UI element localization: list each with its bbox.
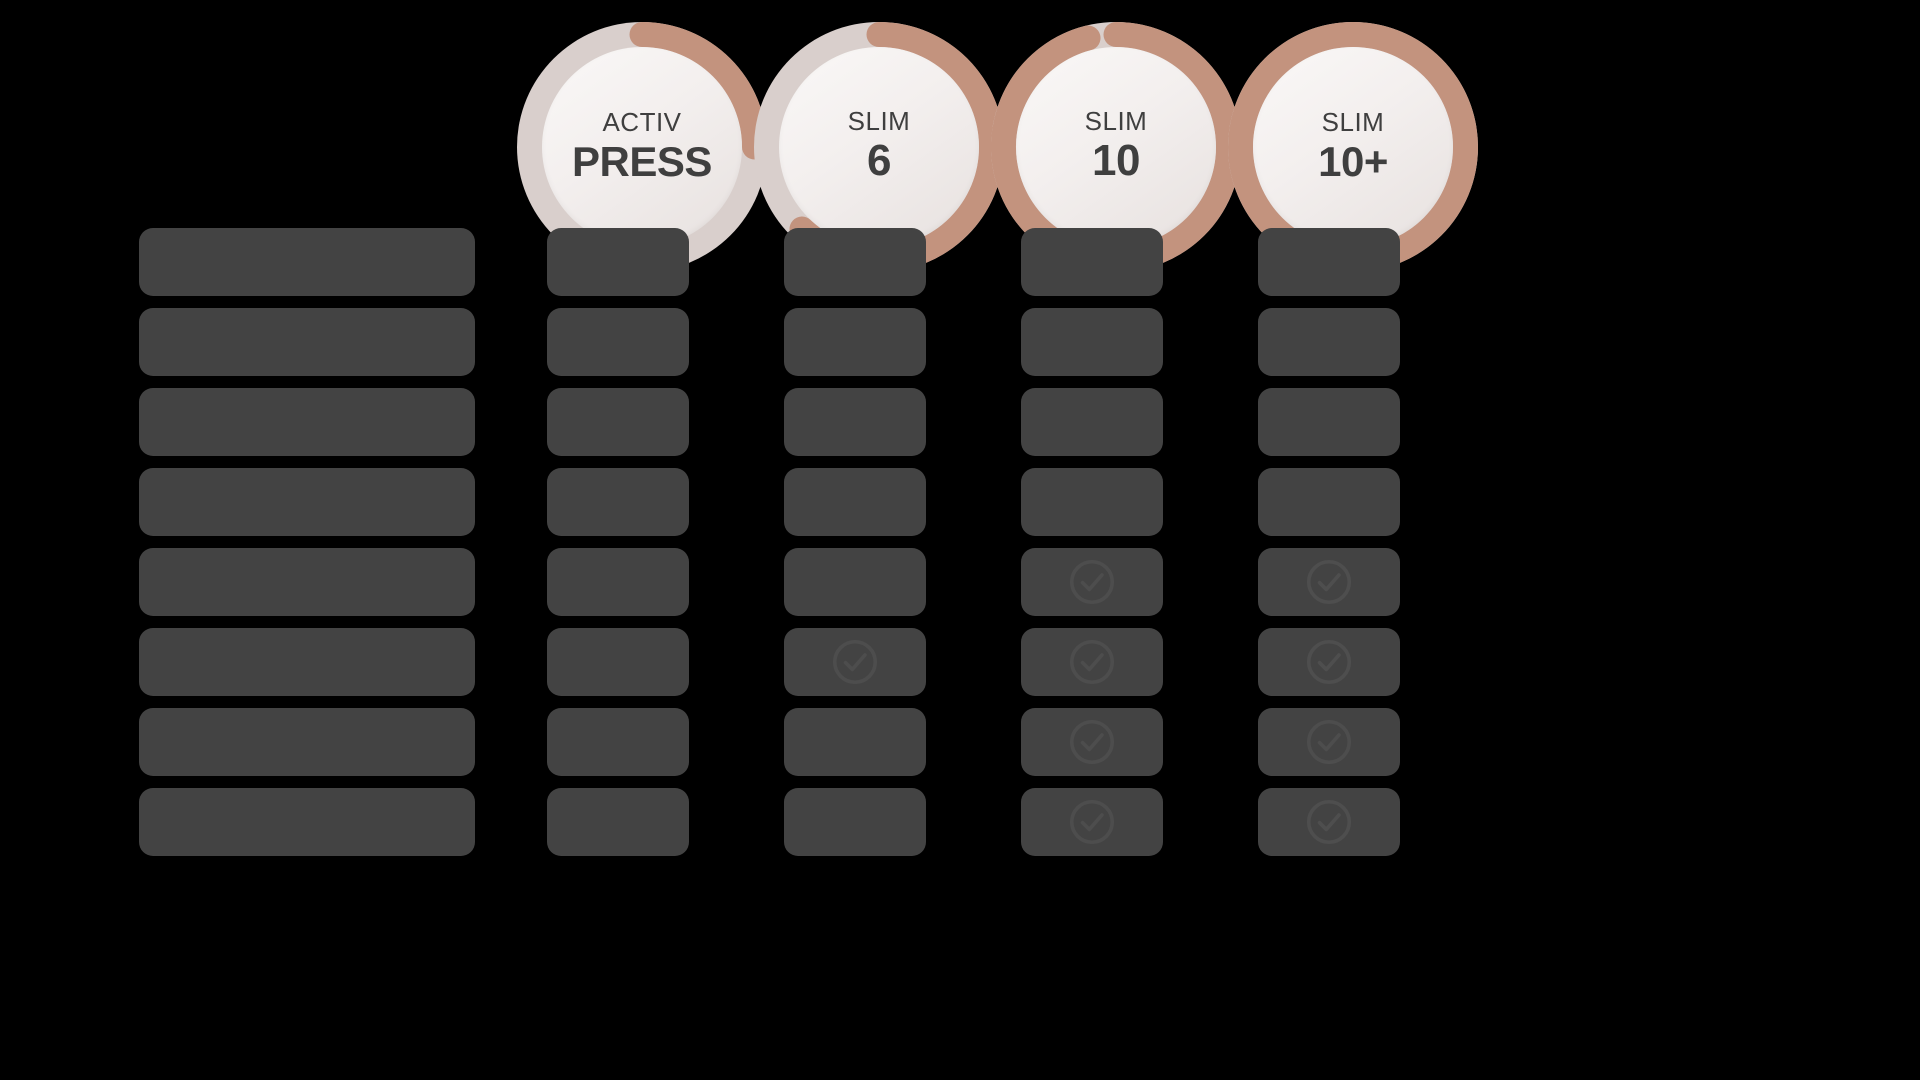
feature-label-cell [139,308,475,376]
feature-label-column [139,228,475,856]
value-cell[interactable] [784,628,926,696]
check-circle-icon [1065,635,1119,689]
value-column-column-slim-10-plus [1258,228,1400,856]
check-circle-icon [1065,715,1119,769]
value-cell[interactable] [1258,388,1400,456]
value-cell[interactable] [547,308,689,376]
value-cell[interactable] [1258,468,1400,536]
value-cell[interactable] [784,468,926,536]
check-circle-icon [828,635,882,689]
value-cell[interactable] [784,308,926,376]
value-cell[interactable] [784,228,926,296]
value-cell[interactable] [547,468,689,536]
value-cell[interactable] [1021,228,1163,296]
feature-label-cell [139,628,475,696]
feature-label-cell [139,548,475,616]
feature-label-cell [139,228,475,296]
value-cell[interactable] [1258,708,1400,776]
check-circle-icon [1065,555,1119,609]
badge-value-label: 10 [1092,136,1140,186]
badge-kicker-label: SLIM [1084,106,1148,137]
feature-label-cell [139,708,475,776]
value-cell[interactable] [1021,308,1163,376]
value-cell[interactable] [1021,788,1163,856]
value-cell[interactable] [1258,628,1400,696]
feature-label-cell [139,788,475,856]
value-column-column-slim-10 [1021,228,1163,856]
value-cell[interactable] [784,788,926,856]
feature-label-cell [139,468,475,536]
value-column-column-slim-6 [784,228,926,856]
badge-progress-arc [517,22,767,272]
value-column-column-activ-press [547,228,689,856]
value-cell[interactable] [1021,388,1163,456]
value-cell[interactable] [784,548,926,616]
check-circle-icon [1302,715,1356,769]
check-circle-icon [1302,635,1356,689]
value-cell[interactable] [1021,548,1163,616]
value-cell[interactable] [1021,628,1163,696]
value-cell[interactable] [1021,708,1163,776]
value-cell[interactable] [784,708,926,776]
badge-value-label: 6 [867,136,891,186]
value-cell[interactable] [547,228,689,296]
badge-kicker-label: ACTIV [602,107,682,138]
value-cell[interactable] [547,628,689,696]
value-cell[interactable] [1258,548,1400,616]
value-cell[interactable] [547,788,689,856]
feature-label-cell [139,388,475,456]
badge-value-label: PRESS [572,137,712,185]
check-circle-icon [1302,795,1356,849]
value-cell[interactable] [1258,788,1400,856]
value-cell[interactable] [1258,228,1400,296]
value-cell[interactable] [547,708,689,776]
check-circle-icon [1302,555,1356,609]
value-cell[interactable] [784,388,926,456]
badge-value-label: 10+ [1318,137,1388,185]
badge-kicker-label: SLIM [1321,107,1385,138]
value-cell[interactable] [1021,468,1163,536]
check-circle-icon [1065,795,1119,849]
value-cell[interactable] [1258,308,1400,376]
badge-kicker-label: SLIM [847,106,911,137]
value-cell[interactable] [547,548,689,616]
value-cell[interactable] [547,388,689,456]
